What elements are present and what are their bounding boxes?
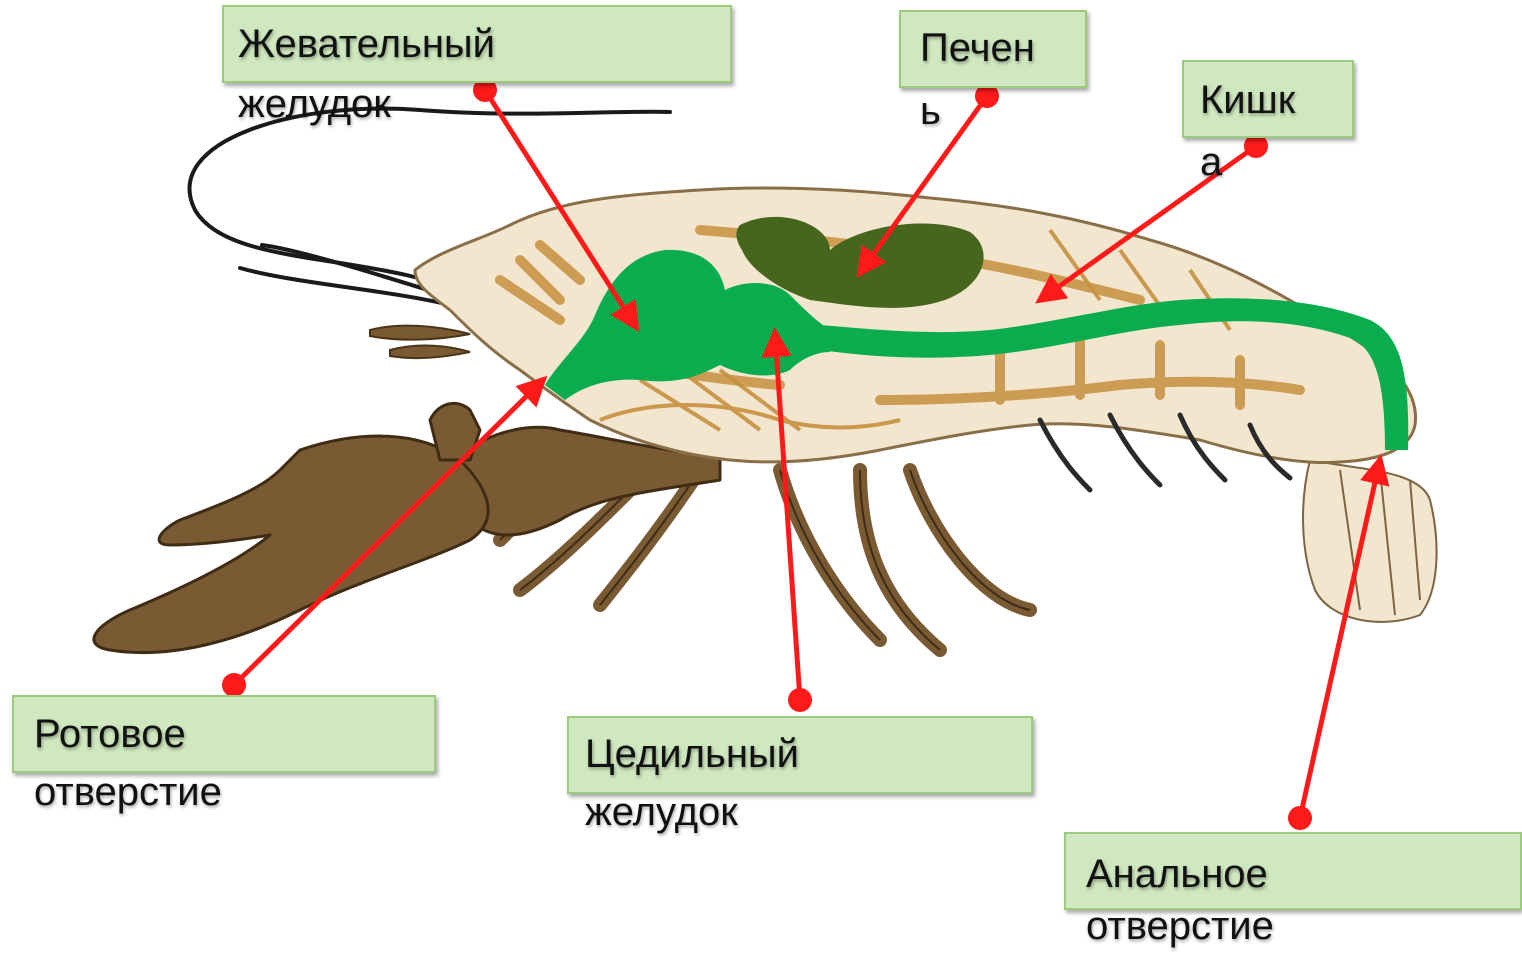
label-intestine-line1: Кишк (1200, 74, 1295, 126)
label-filter-stomach-line2: желудок (585, 786, 738, 838)
label-mouth-line1: Ротовое (34, 708, 186, 760)
antennule (370, 326, 470, 358)
pointer-dot-anus (1288, 806, 1312, 830)
label-intestine-line2: а (1200, 136, 1222, 188)
claw (94, 403, 720, 652)
label-liver-line2: ь (920, 85, 941, 137)
crayfish-illustration (94, 108, 1437, 652)
tail-fan (1303, 460, 1437, 622)
pointer-dot-mouth (222, 673, 246, 697)
label-anus-line2: отверстие (1086, 900, 1274, 952)
label-filter-stomach-line1: Цедильный (585, 728, 799, 780)
label-liver-line1: Печен (920, 22, 1035, 74)
label-mouth-line2: отверстие (34, 766, 222, 818)
label-chewing-stomach-line1: Жевательный (238, 18, 495, 70)
label-chewing-stomach-line2: желудок (238, 78, 391, 130)
label-anus-line1: Анальное (1086, 848, 1268, 900)
pointer-dot-filter-stomach (788, 688, 812, 712)
